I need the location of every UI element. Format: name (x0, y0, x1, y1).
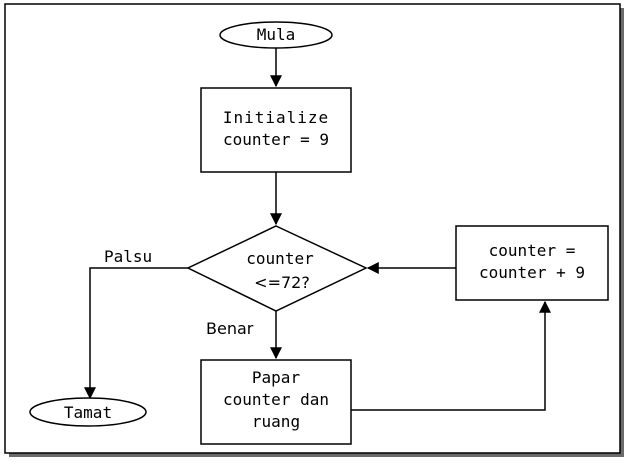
display-line-3: ruang (252, 412, 300, 431)
display-line-1: Papar (252, 368, 301, 387)
update-line-2: counter + 9 (479, 263, 585, 282)
init-process-box: Initialize counter = 9 (200, 87, 352, 173)
start-terminator: Mula (219, 21, 333, 49)
false-label: Palsu (104, 247, 152, 266)
decision-line-2: <=72? (254, 273, 310, 292)
end-terminator: Tamat (29, 397, 147, 427)
end-label: Tamat (64, 403, 112, 422)
init-line-1: Initialize (223, 108, 329, 127)
display-process-box: Papar counter dan ruang (200, 359, 352, 445)
update-line-1: counter = (489, 241, 576, 260)
true-label: Benar (206, 319, 254, 338)
start-label: Mula (257, 25, 296, 44)
update-process-box: counter = counter + 9 (455, 225, 609, 301)
arrow-display-to-update (351, 300, 551, 411)
arrow-false-branch (84, 267, 188, 400)
init-line-2: counter = 9 (223, 130, 329, 149)
decision-line-1: counter (246, 249, 314, 268)
display-line-2: counter dan (223, 390, 329, 409)
